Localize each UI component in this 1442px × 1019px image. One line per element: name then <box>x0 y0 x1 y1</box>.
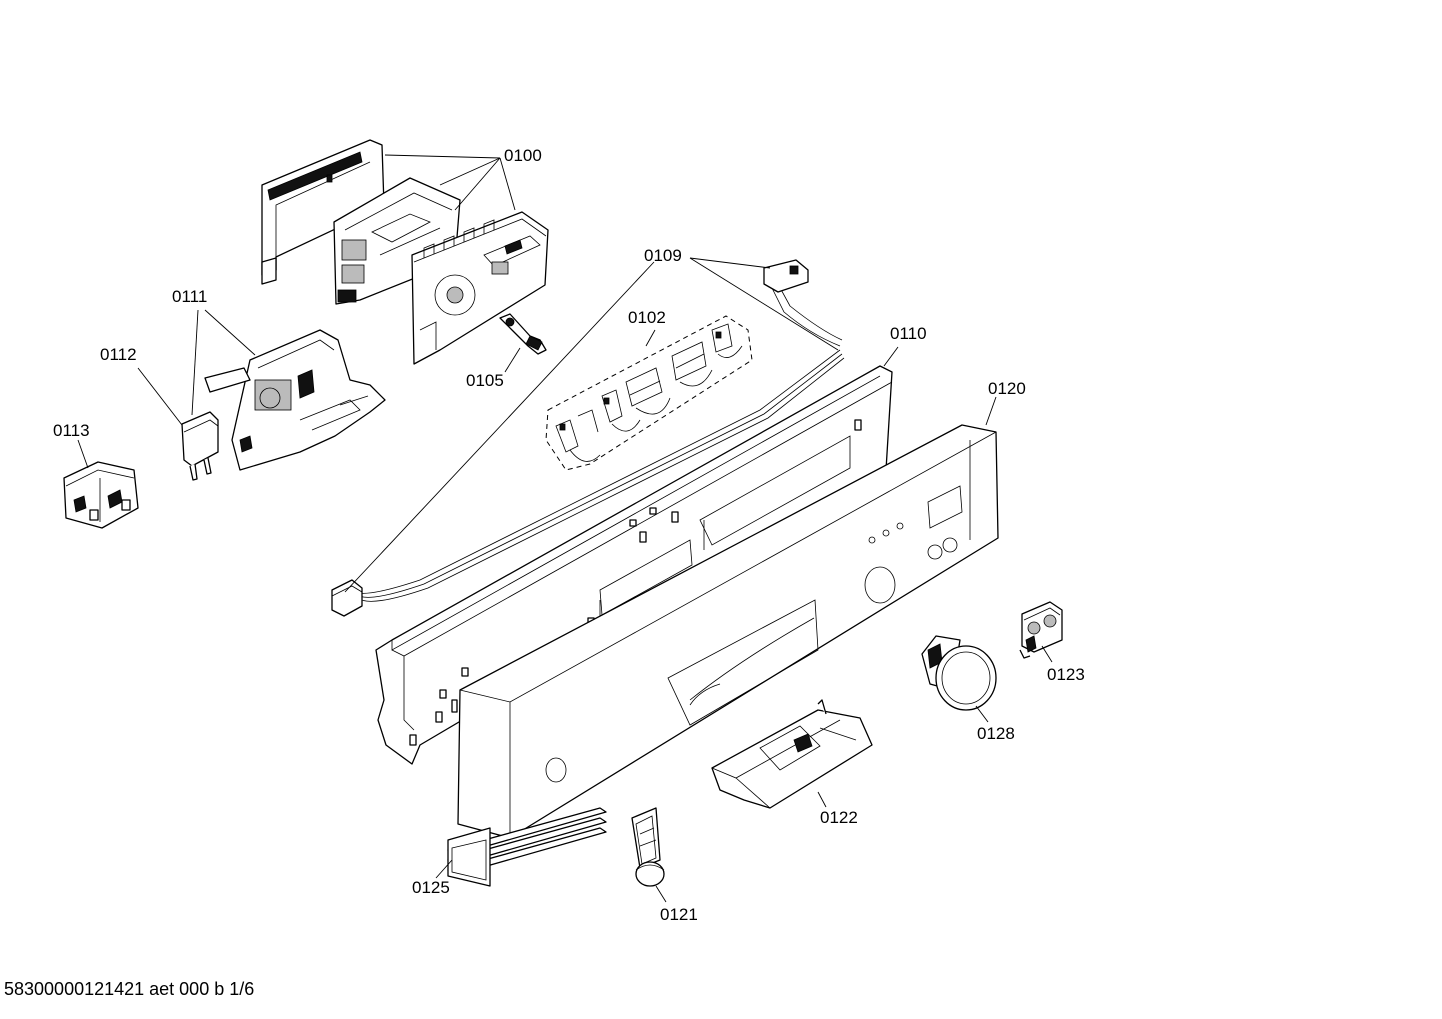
part-0123-switch <box>1019 601 1063 659</box>
callout-0113: 0113 <box>53 421 90 440</box>
part-0100-control-module <box>261 139 549 365</box>
part-0110-inner-panel <box>375 365 893 765</box>
callout-0110: 0110 <box>890 324 927 343</box>
callout-0128: 0128 <box>977 724 1015 743</box>
part-0111-switch-assembly <box>204 329 386 471</box>
part-0121-push-button <box>631 807 665 887</box>
part-0112-box <box>181 411 219 481</box>
callout-0123: 0123 <box>1047 665 1085 684</box>
callout-0125: 0125 <box>412 878 450 897</box>
callout-0102: 0102 <box>628 308 666 327</box>
callout-0120: 0120 <box>988 379 1026 398</box>
callout-0122: 0122 <box>820 808 858 827</box>
part-0120-front-panel <box>457 424 999 839</box>
document-code: 58300000121421 aet 000 b 1/6 <box>4 979 255 999</box>
part-0113-switch-block <box>63 461 139 529</box>
part-0105-sensor <box>499 313 547 355</box>
part-0102-connector-set <box>545 315 753 471</box>
callout-0121: 0121 <box>660 905 698 924</box>
callout-0111: 0111 <box>172 287 207 306</box>
part-0109-wiring-harness <box>331 259 845 617</box>
callout-0105: 0105 <box>466 371 504 390</box>
part-0128-knob <box>921 635 997 711</box>
callout-0112: 0112 <box>100 345 137 364</box>
callout-0100: 0100 <box>504 146 542 165</box>
part-0122-tray <box>711 699 873 809</box>
part-0125-seal-strips <box>447 807 607 887</box>
callout-0109: 0109 <box>644 246 682 265</box>
